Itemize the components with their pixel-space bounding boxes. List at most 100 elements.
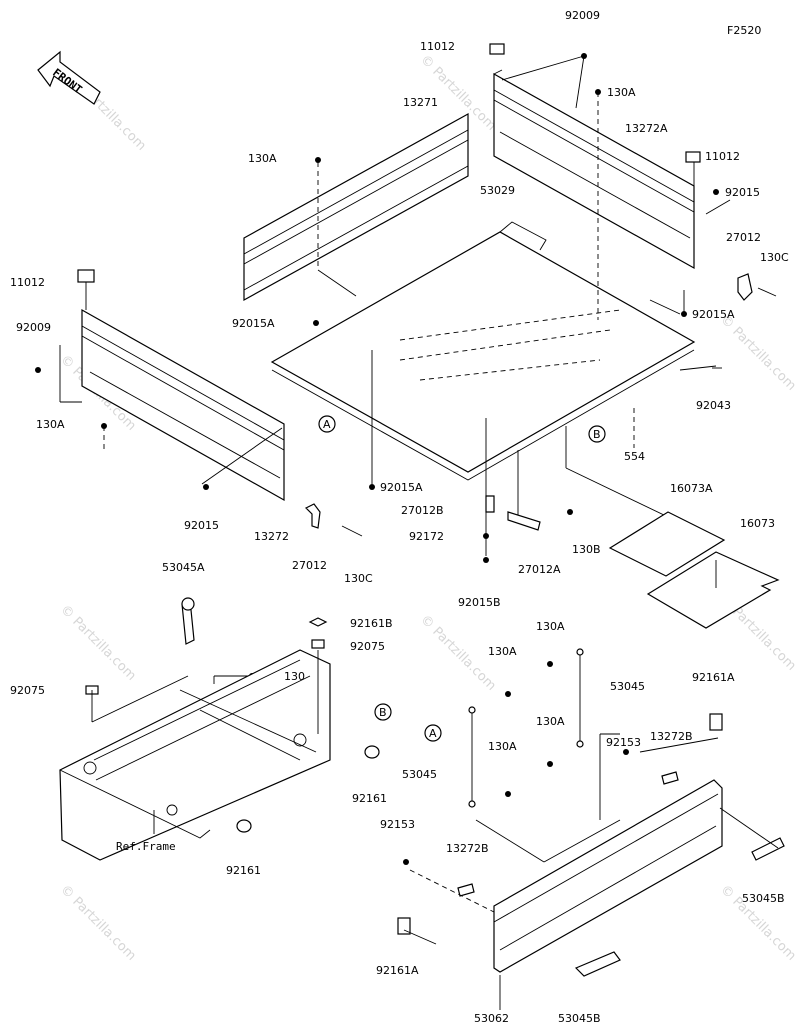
bolt-icon (581, 53, 587, 59)
figure-code: F2520 (727, 24, 761, 37)
latch-27012a (507, 511, 541, 531)
bolt-icon (203, 484, 209, 490)
part-label-92015b: 92015B (458, 596, 501, 609)
bolt-icon (313, 320, 319, 326)
callout-b-lower: B (374, 703, 392, 721)
part-label-92161a: 92161A (376, 964, 419, 977)
part-label-92009: 92009 (16, 321, 51, 334)
part-label-130a: 130A (248, 152, 277, 165)
mat-16073a (608, 511, 726, 577)
watermark: © Partzilla.com (57, 602, 139, 684)
cable-53045-right (576, 648, 584, 748)
part-label-27012: 27012 (726, 231, 761, 244)
part-label-53029: 53029 (480, 184, 515, 197)
part-label-13272b: 13272B (446, 842, 489, 855)
part-label-13271: 13271 (403, 96, 438, 109)
bolt-icon (681, 311, 687, 317)
part-label-130a: 130A (536, 715, 565, 728)
floor-panel-53029 (270, 221, 696, 481)
callout-a-label: A (323, 418, 331, 431)
bolt-icon (505, 791, 511, 797)
plate-13272b-right (661, 771, 679, 785)
callout-b-upper: B (588, 425, 606, 443)
part-label-92009: 92009 (565, 9, 600, 22)
part-label-53062: 53062 (474, 1012, 509, 1025)
leader-lines-tailgate (403, 733, 779, 1010)
part-label-92153: 92153 (606, 736, 641, 749)
cap-11012-left (77, 269, 95, 283)
callout-b-label: B (593, 428, 601, 441)
plate-13272b-left (457, 883, 475, 897)
bolt-icon (369, 484, 375, 490)
part-label-92015a: 92015A (692, 308, 735, 321)
part-label-13272b: 13272B (650, 730, 693, 743)
part-label-130c: 130C (344, 572, 373, 585)
ref-frame-label: Ref.Frame (116, 840, 176, 853)
part-label-53045a: 53045A (162, 561, 205, 574)
watermark: © Partzilla.com (57, 882, 139, 964)
part-label-92015: 92015 (184, 519, 219, 532)
bolt-icon (623, 749, 629, 755)
part-label-92161a: 92161A (692, 671, 735, 684)
bolt-icon (547, 661, 553, 667)
latch-27012-right (737, 273, 753, 301)
bolt-icon (35, 367, 41, 373)
part-label-130: 130 (284, 670, 305, 683)
cap-11012-top (489, 43, 505, 55)
bolt-icon (713, 189, 719, 195)
part-label-13272a: 13272A (625, 122, 668, 135)
bolt-icon (403, 859, 409, 865)
part-label-92043: 92043 (696, 399, 731, 412)
part-label-92015: 92015 (725, 186, 760, 199)
bolt-icon (315, 157, 321, 163)
pad-92161a-left (397, 917, 411, 935)
part-label-92075: 92075 (10, 684, 45, 697)
callout-b-label: B (379, 706, 387, 719)
callout-a-label: A (429, 727, 437, 740)
part-label-554: 554 (624, 450, 645, 463)
part-label-13272: 13272 (254, 530, 289, 543)
part-label-27012: 27012 (292, 559, 327, 572)
part-label-92161: 92161 (352, 792, 387, 805)
part-label-130a: 130A (536, 620, 565, 633)
front-panel-13271 (243, 112, 469, 302)
part-label-16073: 16073 (740, 517, 775, 530)
part-label-130a: 130A (607, 86, 636, 99)
bolt-group (35, 53, 719, 865)
part-label-92161: 92161 (226, 864, 261, 877)
bolt-icon (567, 509, 573, 515)
part-label-130a: 130A (488, 645, 517, 658)
pin-53045a (181, 597, 195, 645)
part-label-130a: 130A (36, 418, 65, 431)
bolt-130c-left (341, 525, 363, 537)
part-label-53045: 53045 (402, 768, 437, 781)
part-label-130a: 130A (488, 740, 517, 753)
bolt-icon (547, 761, 553, 767)
part-label-130c: 130C (760, 251, 789, 264)
cap-92161-bottom (236, 819, 252, 833)
part-label-92075: 92075 (350, 640, 385, 653)
part-label-53045b: 53045B (742, 892, 785, 905)
part-label-53045: 53045 (610, 680, 645, 693)
bolt-icon (483, 557, 489, 563)
callout-a-lower: A (424, 724, 442, 742)
part-label-130b: 130B (572, 543, 601, 556)
part-label-27012a: 27012A (518, 563, 561, 576)
pad-92161b (308, 617, 328, 627)
part-label-27012b: 27012B (401, 504, 444, 517)
mat-16073 (646, 551, 780, 629)
tailgate-53062 (493, 779, 723, 973)
bolt-icon (483, 533, 489, 539)
pad-92161a-right (709, 713, 723, 731)
bolt-icon (101, 423, 107, 429)
latch-27012b (485, 495, 495, 513)
part-label-92172: 92172 (409, 530, 444, 543)
ref-frame (59, 649, 331, 861)
cap-92161-right (364, 745, 380, 759)
part-label-11012: 11012 (705, 150, 740, 163)
callout-a-upper: A (318, 415, 336, 433)
cap-11012-right (685, 151, 701, 163)
part-label-16073a: 16073A (670, 482, 713, 495)
bolt-130c-right (757, 287, 777, 297)
